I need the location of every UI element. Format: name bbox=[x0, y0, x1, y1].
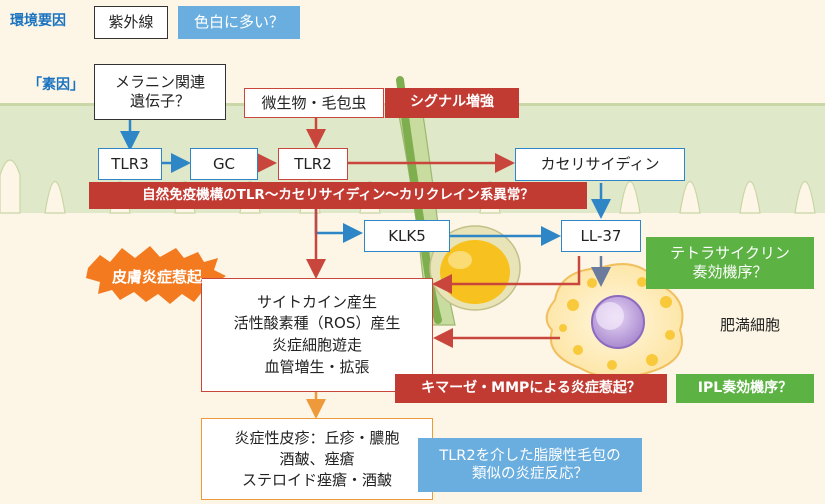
predisposition-label: 「素因」 bbox=[28, 77, 84, 93]
tetracycline-tag: テトラサイクリン 奏効機序？ bbox=[646, 237, 814, 289]
inflammation-burst-label: 皮膚炎症惹起 bbox=[111, 267, 202, 286]
rash-box: 炎症性皮疹：丘疹・膿胞 酒皶、痤瘡 ステロイド痤瘡・酒皶 bbox=[201, 418, 433, 500]
microbe-box: 微生物・毛包虫 bbox=[244, 88, 384, 118]
melanin-gene-box: メラニン関連 遺伝子？ bbox=[94, 64, 226, 120]
uv-box: 紫外線 bbox=[94, 6, 168, 39]
cytokine-box: サイトカイン産生 活性酸素種（ROS）産生 炎症細胞遊走 血管増生・拡張 bbox=[201, 278, 433, 392]
chymase-mmp-tag: キマーゼ・MMPによる炎症惹起？ bbox=[395, 374, 667, 403]
tlr3-box: TLR3 bbox=[98, 148, 162, 180]
innate-immunity-tag: 自然免疫機構のTLR～カセリサイディン～カリクレイン系異常？ bbox=[89, 182, 587, 209]
environment-label: 環境要因 bbox=[10, 13, 66, 29]
cathelicidin-box: カセリサイディン bbox=[515, 148, 685, 181]
signal-enhance-tag: シグナル増強 bbox=[385, 88, 519, 118]
ipl-tag: IPL奏効機序？ bbox=[676, 374, 814, 403]
gc-box: GC bbox=[190, 148, 258, 180]
arrow-ll37-to-cytokine bbox=[432, 256, 581, 294]
mast-cell-label: 肥満細胞 bbox=[719, 315, 780, 334]
inflammation-burst-shape bbox=[86, 246, 226, 304]
ll37-box: LL-37 bbox=[561, 220, 641, 252]
fair-skin-tag: 色白に多い？ bbox=[178, 6, 300, 39]
klk5-box: KLK5 bbox=[364, 220, 450, 252]
sebaceous-reaction-tag: TLR2を介した脂腺性毛包の 類似の炎症反応？ bbox=[418, 438, 642, 492]
tlr2-box: TLR2 bbox=[278, 148, 348, 180]
